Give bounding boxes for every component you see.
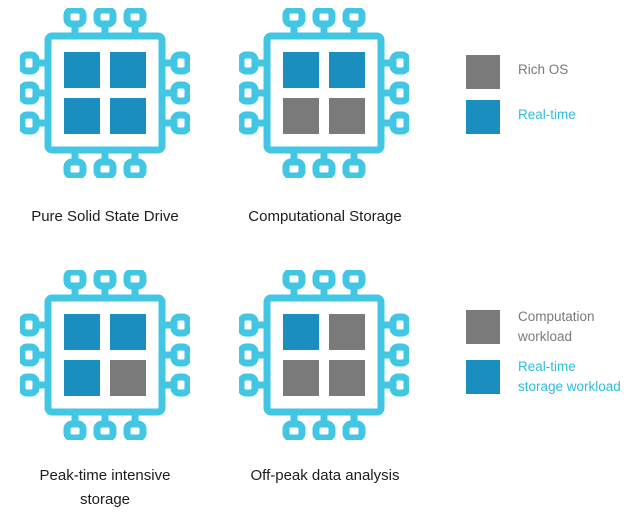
- chip-computational-storage: [239, 8, 409, 178]
- legend-swatch: [466, 55, 500, 89]
- chip-pin-pad: [312, 8, 336, 28]
- legend-label: Real-time storage workload: [518, 359, 621, 394]
- chip-pin-pad: [93, 158, 117, 178]
- chip-pin-pad: [282, 158, 306, 178]
- chip-pin-pad: [123, 158, 147, 178]
- chip-pin-pad: [123, 270, 147, 290]
- chip-core-blue: [110, 52, 146, 88]
- chip-pin-pad: [170, 81, 190, 105]
- chip-pin-pad: [389, 51, 409, 75]
- chip-core-blue: [64, 52, 100, 88]
- chip-peak-time: [20, 270, 190, 440]
- chip-pin-pad: [282, 8, 306, 28]
- chip-pin-pad: [239, 81, 259, 105]
- chip-pin-pad: [123, 420, 147, 440]
- chip-icon: [239, 8, 409, 178]
- legend-label: Real-time: [518, 107, 576, 122]
- chip-core-gray: [283, 98, 319, 134]
- chip-pin-pad: [239, 313, 259, 337]
- chip-off-peak: [239, 270, 409, 440]
- legend-swatch: [466, 360, 500, 394]
- chip-pin-pad: [20, 373, 40, 397]
- chip-core-blue: [64, 360, 100, 396]
- chip-pin-pad: [123, 8, 147, 28]
- chip-core-gray: [110, 360, 146, 396]
- legend-item-real-time-storage-workload: Real-time storage workload: [466, 359, 621, 397]
- chip-pin-pad: [389, 313, 409, 337]
- chip-pin-pad: [20, 313, 40, 337]
- chip-pin-pad: [170, 313, 190, 337]
- chip-core-blue: [64, 314, 100, 350]
- chip-caption: Pure Solid State Drive: [31, 208, 179, 225]
- chip-pin-pad: [20, 51, 40, 75]
- chip-core-gray: [329, 314, 365, 350]
- chip-core-blue: [64, 98, 100, 134]
- chip-pin-pad: [170, 373, 190, 397]
- chip-pin-pad: [342, 158, 366, 178]
- chip-pin-pad: [20, 343, 40, 367]
- chip-pin-pad: [93, 270, 117, 290]
- legend-item-real-time: Real-time: [466, 100, 576, 134]
- chip-icon: [239, 270, 409, 440]
- chip-pin-pad: [282, 270, 306, 290]
- chip-pin-pad: [63, 420, 87, 440]
- chip-pin-pad: [342, 270, 366, 290]
- chip-pin-pad: [239, 373, 259, 397]
- chip-pin-pad: [282, 420, 306, 440]
- chip-pin-pad: [342, 420, 366, 440]
- chip-pin-pad: [63, 270, 87, 290]
- legend-label: Rich OS: [518, 62, 569, 77]
- chip-core-blue: [283, 314, 319, 350]
- chip-pin-pad: [239, 343, 259, 367]
- chip-pin-pad: [389, 81, 409, 105]
- legend-item-rich-os: Rich OS: [466, 55, 568, 89]
- chip-pin-pad: [239, 111, 259, 135]
- chip-pin-pad: [93, 8, 117, 28]
- chip-pin-pad: [63, 158, 87, 178]
- chip-caption: Peak-time intensive storage: [39, 467, 171, 508]
- chip-pin-pad: [342, 8, 366, 28]
- chip-core-gray: [329, 98, 365, 134]
- chip-pin-pad: [170, 51, 190, 75]
- chip-core-blue: [110, 98, 146, 134]
- chip-pin-pad: [312, 420, 336, 440]
- chip-pin-pad: [389, 343, 409, 367]
- chip-pin-pad: [312, 270, 336, 290]
- chip-core-gray: [283, 360, 319, 396]
- legend-swatch: [466, 310, 500, 344]
- chip-icon: [20, 270, 190, 440]
- chip-core-blue: [110, 314, 146, 350]
- chip-pin-pad: [20, 111, 40, 135]
- chip-pin-pad: [20, 81, 40, 105]
- chip-icon: [20, 8, 190, 178]
- chip-pin-pad: [312, 158, 336, 178]
- legend-label: Computation workload: [518, 309, 595, 344]
- chip-pin-pad: [170, 111, 190, 135]
- chip-pure-ssd: [20, 8, 190, 178]
- chip-caption: Off-peak data analysis: [250, 467, 400, 484]
- chip-pin-pad: [239, 51, 259, 75]
- chip-core-blue: [283, 52, 319, 88]
- chip-pin-pad: [389, 111, 409, 135]
- chip-caption: Computational Storage: [248, 208, 402, 225]
- chip-pin-pad: [170, 343, 190, 367]
- legend-item-computation-workload: Computation workload: [466, 309, 595, 347]
- chip-core-blue: [329, 52, 365, 88]
- chip-pin-pad: [93, 420, 117, 440]
- chip-core-gray: [329, 360, 365, 396]
- legend-swatch: [466, 100, 500, 134]
- chip-pin-pad: [63, 8, 87, 28]
- chip-pin-pad: [389, 373, 409, 397]
